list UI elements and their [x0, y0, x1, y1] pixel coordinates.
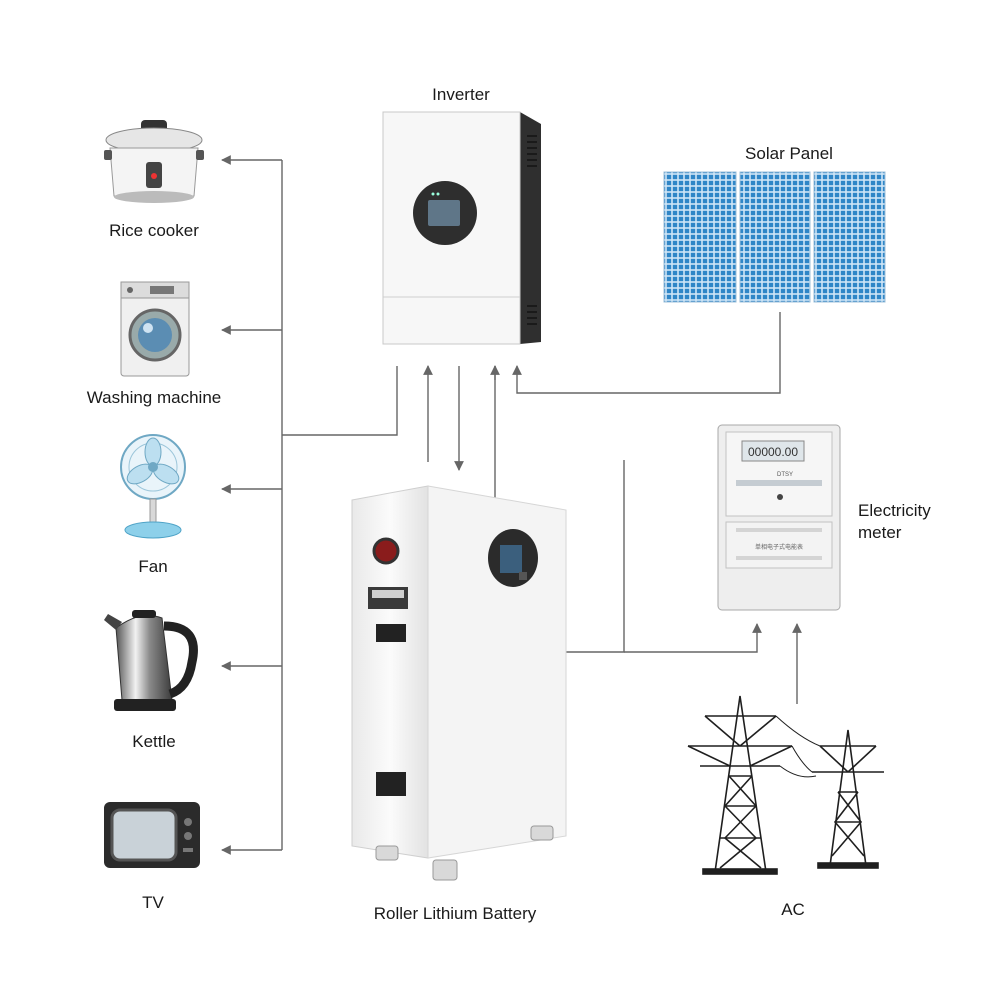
- electricity-meter-label: Electricity meter: [858, 501, 931, 542]
- meter-to-grid-line: [624, 623, 762, 653]
- electricity-meter-icon: 00000.00 DTSY 单相电子式电能表: [717, 424, 841, 611]
- meter-model: DTSY: [777, 472, 793, 478]
- kettle-label: Kettle: [132, 732, 176, 751]
- tv-label: TV: [142, 893, 164, 912]
- battery-label: Roller Lithium Battery: [373, 904, 537, 923]
- washing-machine-icon: [120, 281, 190, 377]
- tv-icon: [104, 802, 200, 868]
- solar-panel-label: Solar Panel: [745, 144, 833, 163]
- inverter-output-line: [282, 366, 398, 436]
- kettle-icon: [104, 610, 198, 711]
- solar-panel-icon: [663, 171, 886, 303]
- fan-label: Fan: [138, 557, 168, 576]
- ac-label: AC: [781, 900, 805, 919]
- meter-reading: 00000.00: [748, 445, 798, 459]
- meter-caption: 单相电子式电能表: [755, 543, 803, 551]
- inverter-icon: [382, 111, 541, 345]
- solar-to-inverter-line: [512, 312, 781, 394]
- transmission-towers-icon: [687, 695, 884, 875]
- rice-cooker-icon: [104, 120, 204, 203]
- washing-machine-label: Washing machine: [86, 388, 222, 407]
- battery-icon: [351, 485, 567, 881]
- fan-icon: [120, 434, 186, 539]
- rice-cooker-label: Rice cooker: [109, 221, 199, 240]
- inverter-label: Inverter: [432, 85, 490, 104]
